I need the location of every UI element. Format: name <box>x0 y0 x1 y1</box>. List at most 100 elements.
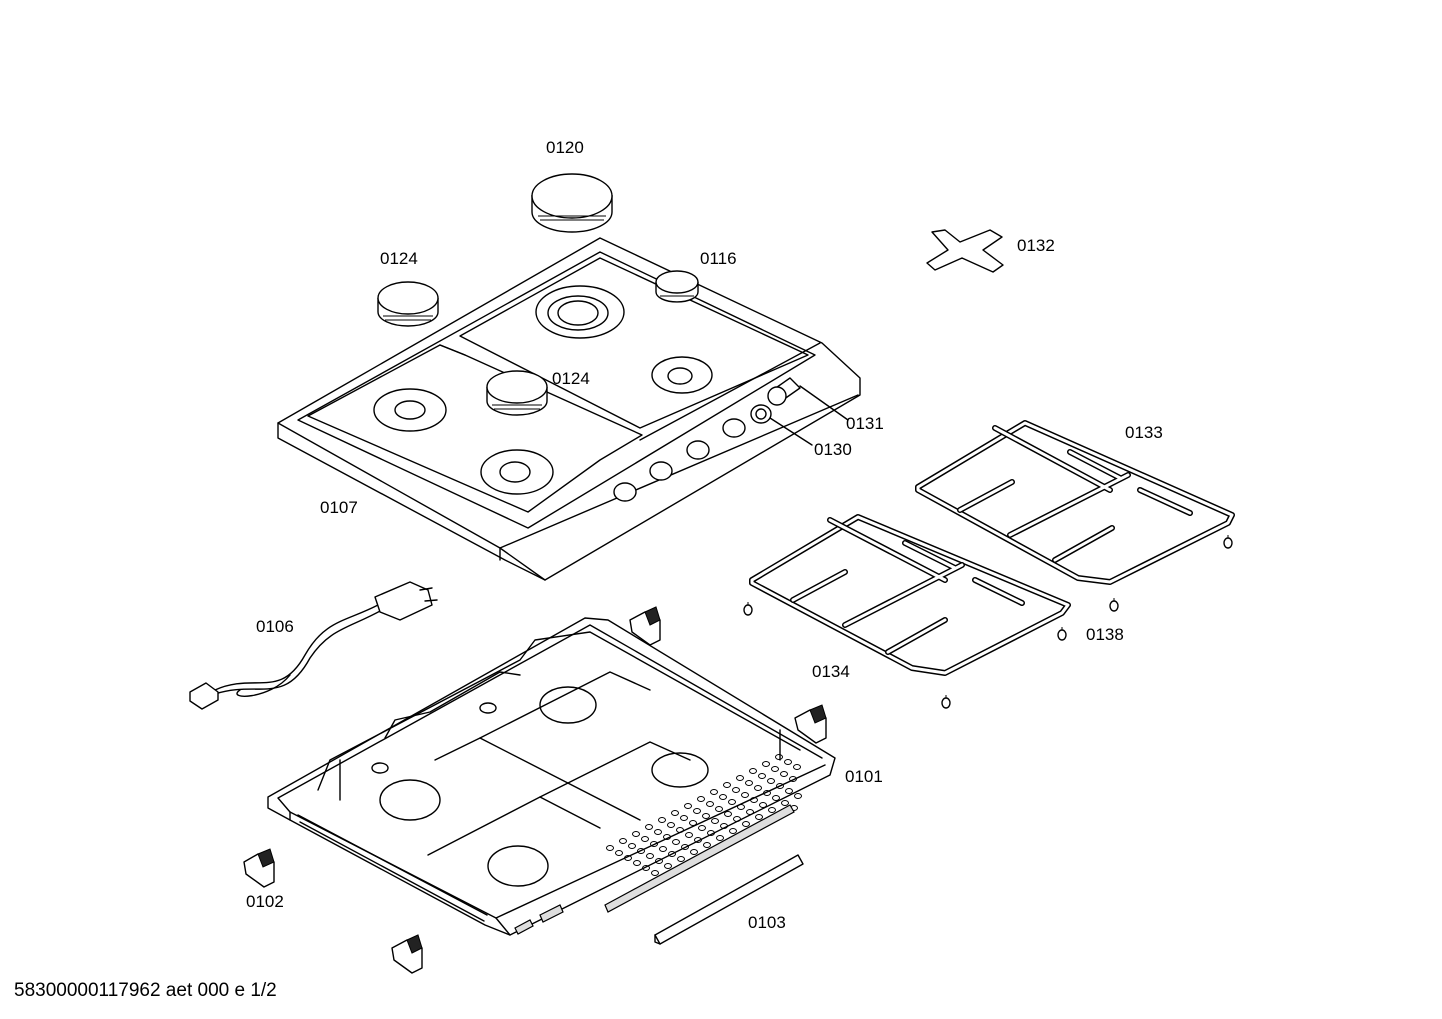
mounting-clamp-0102[interactable] <box>243 848 275 888</box>
burner-seat-front-left <box>480 449 554 495</box>
vent-hole <box>793 764 801 770</box>
vent-hole <box>759 802 767 808</box>
label-0116: 0116 <box>700 249 737 268</box>
vent-hole <box>637 848 645 854</box>
vent-hole <box>715 806 723 812</box>
burner-seat-front-right <box>651 356 713 394</box>
vent-hole <box>733 816 741 822</box>
vent-hole <box>711 818 719 824</box>
knob-ring-0130[interactable] <box>750 404 813 446</box>
vent-hole <box>628 843 636 849</box>
hob-top-part-0107[interactable] <box>277 237 861 581</box>
label-0130: 0130 <box>814 440 852 459</box>
label-0102: 0102 <box>246 892 284 911</box>
label-0107: 0107 <box>320 498 358 517</box>
vent-hole <box>775 754 783 760</box>
label-0124-front: 0124 <box>552 369 590 388</box>
vent-hole <box>723 782 731 788</box>
vent-hole <box>645 824 653 830</box>
pan-support-grate-0134[interactable] <box>749 514 1071 676</box>
document-footer-code: 58300000117962 aet 000 e 1/2 <box>14 980 277 1001</box>
vent-hole <box>728 799 736 805</box>
pan-support-grate-0133[interactable] <box>915 420 1235 585</box>
vent-hole <box>658 817 666 823</box>
rubber-foot-0138[interactable] <box>743 535 1233 709</box>
vent-hole <box>785 788 793 794</box>
vent-hole <box>776 783 784 789</box>
burner-cap-0120[interactable] <box>531 173 613 233</box>
vent-hole <box>615 850 623 856</box>
vent-hole <box>755 814 763 820</box>
vent-hole <box>758 773 766 779</box>
vent-hole <box>750 797 758 803</box>
vent-hole <box>693 808 701 814</box>
vent-hole <box>642 865 650 871</box>
label-0134: 0134 <box>812 662 850 681</box>
vent-hole <box>745 780 753 786</box>
vent-hole <box>641 836 649 842</box>
vent-hole <box>672 839 680 845</box>
vent-hole <box>746 809 754 815</box>
vent-hole <box>781 800 789 806</box>
label-0133: 0133 <box>1125 423 1163 442</box>
vent-hole <box>754 785 762 791</box>
label-0138: 0138 <box>1086 625 1124 644</box>
vent-hole <box>646 853 654 859</box>
vent-hole <box>703 842 711 848</box>
mounting-clamp-right[interactable] <box>794 704 827 744</box>
label-0101: 0101 <box>845 767 883 786</box>
vent-hole <box>681 844 689 850</box>
vent-hole <box>768 807 776 813</box>
vent-hole <box>698 825 706 831</box>
vent-hole <box>732 787 740 793</box>
vent-hole <box>771 766 779 772</box>
burner-cap-0124-rear[interactable] <box>377 281 439 327</box>
wok-adapter-0132[interactable] <box>926 229 1004 273</box>
power-cable-0106[interactable] <box>189 581 438 710</box>
vent-hole <box>676 827 684 833</box>
vent-hole <box>619 838 627 844</box>
vent-hole <box>789 776 797 782</box>
vent-hole <box>659 846 667 852</box>
control-knob-0131[interactable] <box>767 377 849 421</box>
vent-hole <box>706 801 714 807</box>
vent-hole <box>633 860 641 866</box>
vent-hole <box>650 841 658 847</box>
bottom-housing-0101[interactable] <box>267 617 836 936</box>
vent-hole <box>767 778 775 784</box>
sealing-strip-0103[interactable] <box>654 854 804 945</box>
label-0132: 0132 <box>1017 236 1055 255</box>
vent-hole <box>762 761 770 767</box>
vent-hole <box>632 831 640 837</box>
vent-holes <box>606 754 802 881</box>
vent-hole <box>668 851 676 857</box>
vent-hole <box>729 828 737 834</box>
vent-hole <box>677 856 685 862</box>
vent-hole <box>667 822 675 828</box>
label-0124-rear: 0124 <box>380 249 418 268</box>
vent-hole <box>772 795 780 801</box>
vent-hole <box>689 820 697 826</box>
vent-hole <box>694 837 702 843</box>
vent-hole <box>680 815 688 821</box>
vent-hole <box>780 771 788 777</box>
mounting-clamp-front[interactable] <box>391 934 423 974</box>
burner-cap-0116[interactable] <box>655 270 699 303</box>
burner-cap-0124-front[interactable] <box>486 370 548 416</box>
vent-hole <box>719 794 727 800</box>
vent-hole <box>690 849 698 855</box>
label-0131: 0131 <box>846 414 884 433</box>
burner-seat-rear-right <box>535 285 625 339</box>
vent-hole <box>702 813 710 819</box>
vent-hole <box>606 845 614 851</box>
vent-hole <box>707 830 715 836</box>
vent-hole <box>749 768 757 774</box>
mounting-clamp-rear[interactable] <box>629 606 661 646</box>
vent-hole <box>655 858 663 864</box>
vent-hole <box>663 834 671 840</box>
vent-hole <box>736 775 744 781</box>
vent-hole <box>624 855 632 861</box>
vent-hole <box>737 804 745 810</box>
vent-hole <box>654 829 662 835</box>
